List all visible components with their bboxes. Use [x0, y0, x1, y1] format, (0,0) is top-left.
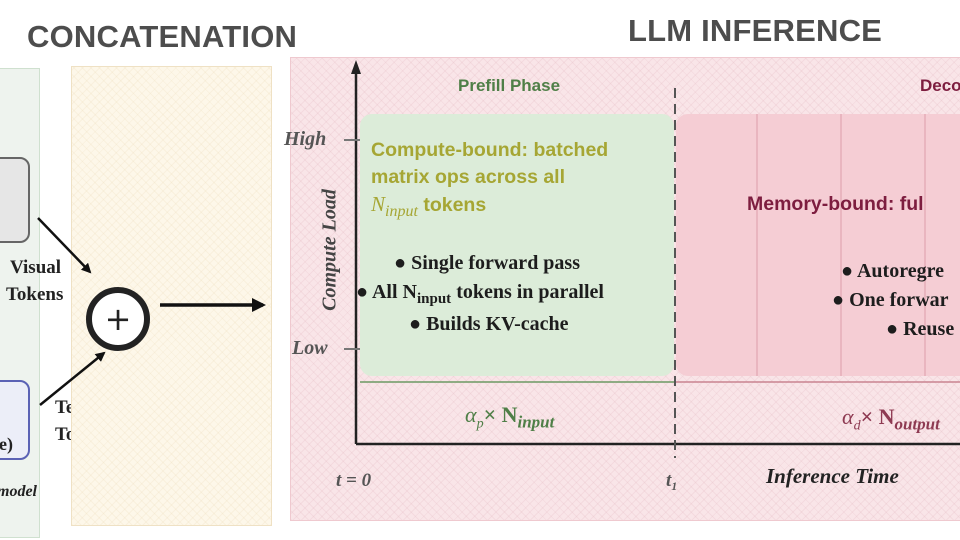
- model-label: model: [0, 483, 37, 500]
- text-box-label: e): [0, 434, 13, 454]
- plus-icon: +: [86, 287, 150, 351]
- decode-title: Deco: [920, 76, 960, 95]
- y-low-label: Low: [292, 337, 328, 359]
- visual-arrow: [37, 217, 92, 274]
- t0-label: t = 0: [336, 470, 372, 491]
- x-axis-label: Inference Time: [766, 464, 899, 488]
- decode-bullet-1: ● Autoregre: [841, 260, 944, 282]
- text-arrow: [39, 351, 106, 406]
- vision-box: [0, 157, 30, 243]
- t1-label: t₁: [666, 470, 678, 491]
- prefill-bullet-3: ● Builds KV-cache: [409, 313, 569, 335]
- visual-tokens-label: Visual Tokens: [6, 257, 64, 305]
- decode-bullet-3: ● Reuse: [886, 318, 955, 340]
- prefill-title: Prefill Phase: [458, 76, 561, 95]
- prefill-region: [360, 114, 674, 376]
- llm-inference-header: LLM INFERENCE: [628, 13, 883, 48]
- concatenation-header: CONCATENATION: [27, 19, 298, 54]
- text-box: e): [0, 380, 30, 460]
- prefill-description: Compute-bound: batched matrix ops across…: [371, 139, 609, 220]
- prefill-formula: αp× Ninput: [465, 402, 555, 432]
- decode-formula: αd× Noutput: [842, 404, 940, 434]
- decode-description: Memory-bound: ful: [747, 193, 924, 215]
- prefill-bullet-2: ● All Ninput tokens in parallel: [356, 281, 604, 307]
- prefill-bullet-1: ● Single forward pass: [394, 252, 580, 274]
- decode-region: [676, 114, 960, 376]
- decode-bullet-2: ● One forwar: [832, 289, 949, 311]
- y-axis-arrowhead: [351, 60, 361, 74]
- y-high-label: High: [284, 128, 327, 150]
- y-axis-label: Compute Load: [318, 189, 341, 311]
